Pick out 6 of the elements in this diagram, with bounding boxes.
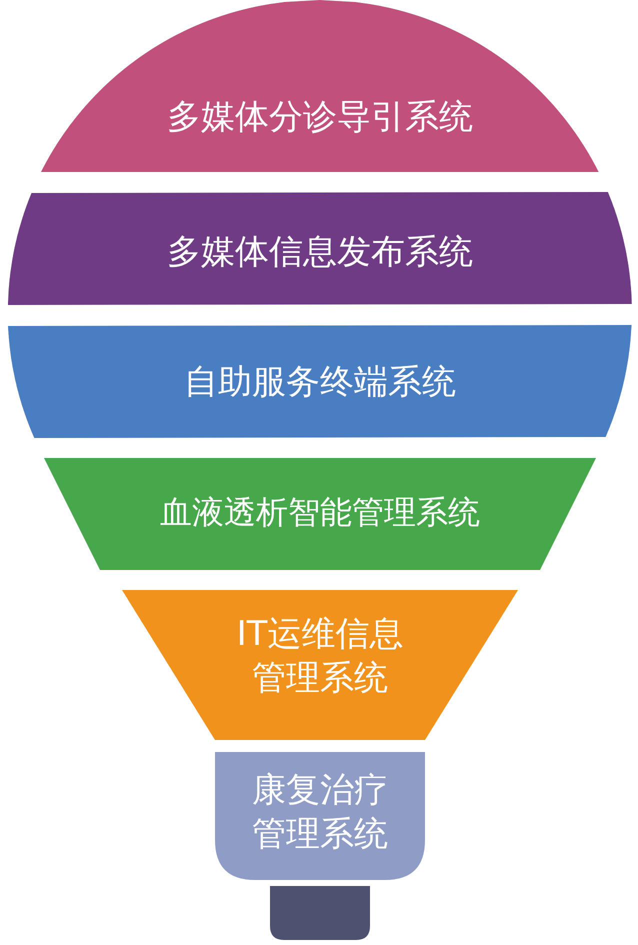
band-label: 多媒体信息发布系统 [166, 231, 474, 274]
band-label: 血液透析智能管理系统 [159, 492, 481, 533]
band-label: 自助服务终端系统 [182, 361, 457, 404]
band-label: 康复治疗管理系统 [251, 769, 389, 856]
band-label: IT运维信息管理系统 [236, 613, 404, 700]
band-label: 多媒体分诊导引系统 [166, 96, 474, 139]
